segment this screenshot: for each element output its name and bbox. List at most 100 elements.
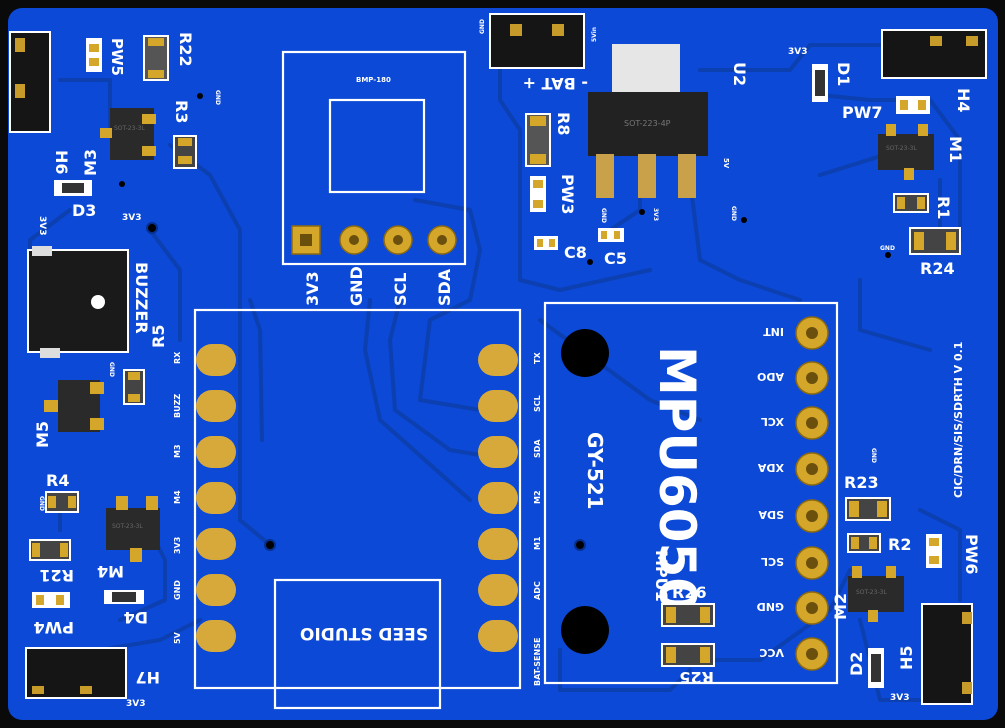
mpu-pin-xcl: XCL xyxy=(761,415,784,428)
u2-pin-gnd: GND xyxy=(600,208,607,223)
bmp-pin-gnd: GND xyxy=(347,266,366,306)
header-h6: H6 xyxy=(9,31,71,175)
r8-resistor: R8 xyxy=(525,112,573,167)
bat-gnd-label: GND xyxy=(479,19,486,34)
label-d4: D4 xyxy=(124,608,148,627)
m2-transistor: SOT-23-3L M2 xyxy=(831,566,904,622)
mcu-pin-bat-sense: BAT-SENSE xyxy=(533,638,542,686)
header-h5: H5 3V3 xyxy=(890,603,973,705)
label-gnd-mid: GND xyxy=(730,206,737,221)
label-r26: R26 xyxy=(672,583,707,602)
mcu-pin-m4: M4 xyxy=(173,490,182,504)
label-c8: C8 xyxy=(564,243,587,262)
mpu-pin-ado: ADO xyxy=(757,370,784,383)
label-u2: U2 xyxy=(730,62,749,86)
label-pw7: PW7 xyxy=(842,103,883,122)
bmp-pin-scl: SCL xyxy=(391,273,410,306)
label-r4: R4 xyxy=(46,471,69,490)
m3-marking: SOT-23-3L xyxy=(114,125,145,132)
label-r24: R24 xyxy=(920,259,955,278)
label-r2: R2 xyxy=(888,535,911,554)
label-m5: M5 xyxy=(33,421,52,448)
label-r22: R22 xyxy=(176,32,195,67)
mcu-pin-sda: SDA xyxy=(533,439,542,458)
r1-resistor: R1 xyxy=(893,193,953,219)
mpu-pin-sda: SDA xyxy=(758,508,784,521)
label-3v3-h5: 3V3 xyxy=(890,693,910,703)
u2-regulator: SOT-223-4P GND 3V3 5V U2 xyxy=(588,44,749,223)
mcu-right-pads xyxy=(478,344,518,652)
header-h4: H4 xyxy=(881,29,987,113)
label-c5: C5 xyxy=(604,249,627,268)
pw7-led: PW7 xyxy=(842,96,930,122)
label-3v3-d1: 3V3 xyxy=(788,47,808,57)
m4-transistor: SOT-23-3L M4 xyxy=(97,496,160,581)
mcu-pin-adc: ADC xyxy=(533,581,542,600)
label-gnd-r23: GND xyxy=(870,448,877,463)
mcu-pin-gnd: GND xyxy=(173,580,182,600)
d4-diode: D4 xyxy=(104,590,148,627)
board-version: CIC/DRN/SIS/SDRTH V 0.1 xyxy=(952,342,965,498)
mpu-pin-xda: XDA xyxy=(757,461,784,474)
label-pw6: PW6 xyxy=(962,534,981,575)
mcu-pin-m2: M2 xyxy=(533,490,542,504)
m3-transistor: SOT-23-3L M3 xyxy=(81,108,156,176)
pw3-led: PW3 xyxy=(530,174,577,215)
mpu-pin-scl: SCL xyxy=(761,555,784,568)
mcu-pin-3v3: 3V3 xyxy=(173,537,182,554)
mcu-pin-tx: TX xyxy=(533,352,542,364)
mcu-pin-5v: 5V xyxy=(173,631,182,644)
label-r25: R25 xyxy=(679,668,714,687)
r2-resistor: R2 xyxy=(847,533,911,554)
buzzer: BUZZER xyxy=(27,246,151,358)
label-h4: H4 xyxy=(954,88,973,113)
label-pw3: PW3 xyxy=(558,174,577,215)
pw6-led: PW6 xyxy=(926,534,981,575)
r5-resistor: R5 xyxy=(123,325,168,405)
label-r3: R3 xyxy=(172,100,191,123)
m1-marking: SOT-23-3L xyxy=(886,145,917,152)
label-3v3-h7: 3V3 xyxy=(126,699,146,709)
u2-pin-5v: 5V xyxy=(722,158,730,169)
mcu-brand: SEED STUDIO xyxy=(300,623,428,643)
label-gnd-m5: GND xyxy=(108,362,115,377)
label-h6: H6 xyxy=(52,150,71,175)
mpu-subtitle: GY-521 xyxy=(583,432,607,510)
bat-5vin-label: 5Vin xyxy=(591,27,598,42)
mcu-pin-rx: RX xyxy=(173,351,182,364)
mcu-pin-m3: M3 xyxy=(173,444,182,458)
m1-transistor: SOT-23-3L M1 xyxy=(878,124,965,180)
u2-pin-3v3: 3V3 xyxy=(652,208,659,221)
label-m4: M4 xyxy=(97,562,124,581)
label-3v3-buzzer: 3V3 xyxy=(122,213,142,223)
label-buzzer: BUZZER xyxy=(132,262,151,334)
r25-resistor: R25 xyxy=(661,643,715,687)
label-d1: D1 xyxy=(834,62,853,86)
c8-capacitor: C8 xyxy=(534,236,587,262)
label-gnd-r4: GND xyxy=(38,496,45,511)
r3-resistor: R3 xyxy=(172,100,197,169)
label-m1: M1 xyxy=(946,136,965,163)
bmp180-name: BMP-180 xyxy=(356,76,391,84)
pw4-led: PW4 xyxy=(32,592,74,637)
bmp-pin-3v3: 3V3 xyxy=(303,271,322,306)
r23-resistor: R23 xyxy=(844,473,891,521)
battery-header: GND 5Vin - BAT + xyxy=(479,13,598,93)
header-h7: H7 3V3 xyxy=(25,647,160,709)
c5-capacitor: C5 xyxy=(598,228,627,268)
label-r8: R8 xyxy=(554,112,573,135)
bat-label: - BAT + xyxy=(523,74,588,93)
bmp180-module: BMP-180 3V3 GND SCL SDA xyxy=(281,50,467,306)
d3-diode: D3 xyxy=(54,180,96,220)
d1-diode: D1 xyxy=(812,62,853,102)
r24-resistor: GND R24 xyxy=(880,227,961,278)
label-d3: D3 xyxy=(72,201,96,220)
bmp-pin-sda: SDA xyxy=(435,268,454,306)
mpu6050-module: MPU6050 GY-521 MPU1 INT ADO XCL XDA SDA … xyxy=(543,301,839,685)
r26-resistor: R26 xyxy=(661,583,715,627)
label-pw5: PW5 xyxy=(108,38,126,76)
label-gnd-r24: GND xyxy=(880,245,895,252)
u2-package: SOT-223-4P xyxy=(624,119,671,128)
r21-resistor: R21 xyxy=(29,539,74,585)
